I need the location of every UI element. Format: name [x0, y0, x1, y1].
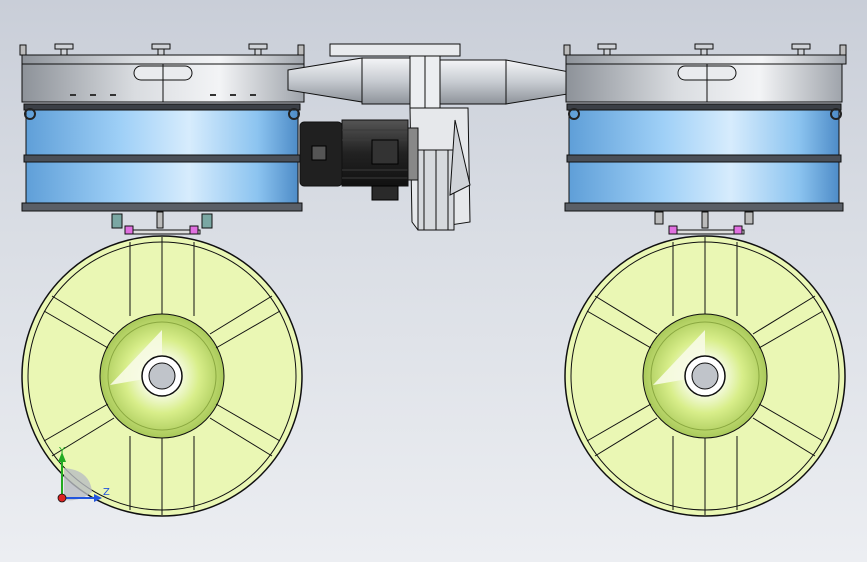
right-top-flange — [565, 54, 847, 65]
triad-z-label: Z — [103, 487, 110, 498]
right-studs — [597, 43, 811, 56]
motor[interactable] — [299, 119, 419, 201]
right-marker-b — [733, 225, 743, 235]
left-unit[interactable] — [19, 43, 305, 517]
triad-origin — [57, 493, 67, 503]
right-bottom-fittings — [654, 211, 754, 235]
triad-y-label: Y — [58, 446, 66, 457]
left-marker-a — [124, 225, 134, 235]
right-unit[interactable] — [563, 43, 847, 517]
axis-triad: Y Z — [57, 446, 110, 503]
triad-plane — [64, 468, 92, 501]
left-top-flange — [21, 54, 305, 65]
center-blower[interactable] — [287, 43, 581, 231]
left-reel[interactable] — [21, 235, 303, 517]
right-marker-a — [668, 225, 678, 235]
left-marker-b — [189, 225, 199, 235]
right-reel[interactable] — [564, 235, 846, 517]
left-bottom-fittings — [111, 211, 213, 235]
blower-top-plate — [329, 43, 461, 57]
left-studs — [54, 43, 268, 56]
